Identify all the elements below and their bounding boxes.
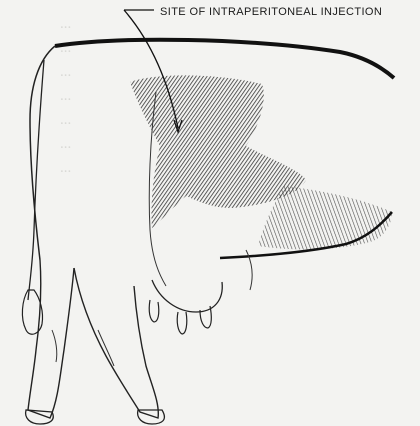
cow-hock-left	[52, 330, 57, 362]
cow-teat-1	[149, 300, 159, 322]
cow-tail	[28, 60, 44, 300]
cow-rear-leg-left	[28, 260, 74, 418]
cow-udder	[152, 280, 222, 312]
cow-topline	[55, 40, 394, 78]
cow-hock-right	[98, 330, 114, 366]
cow-rear-leg-right	[74, 268, 158, 418]
cow-teat-2	[177, 312, 187, 334]
injection-site-label: SITE OF INTRAPERITONEAL INJECTION	[160, 6, 382, 18]
